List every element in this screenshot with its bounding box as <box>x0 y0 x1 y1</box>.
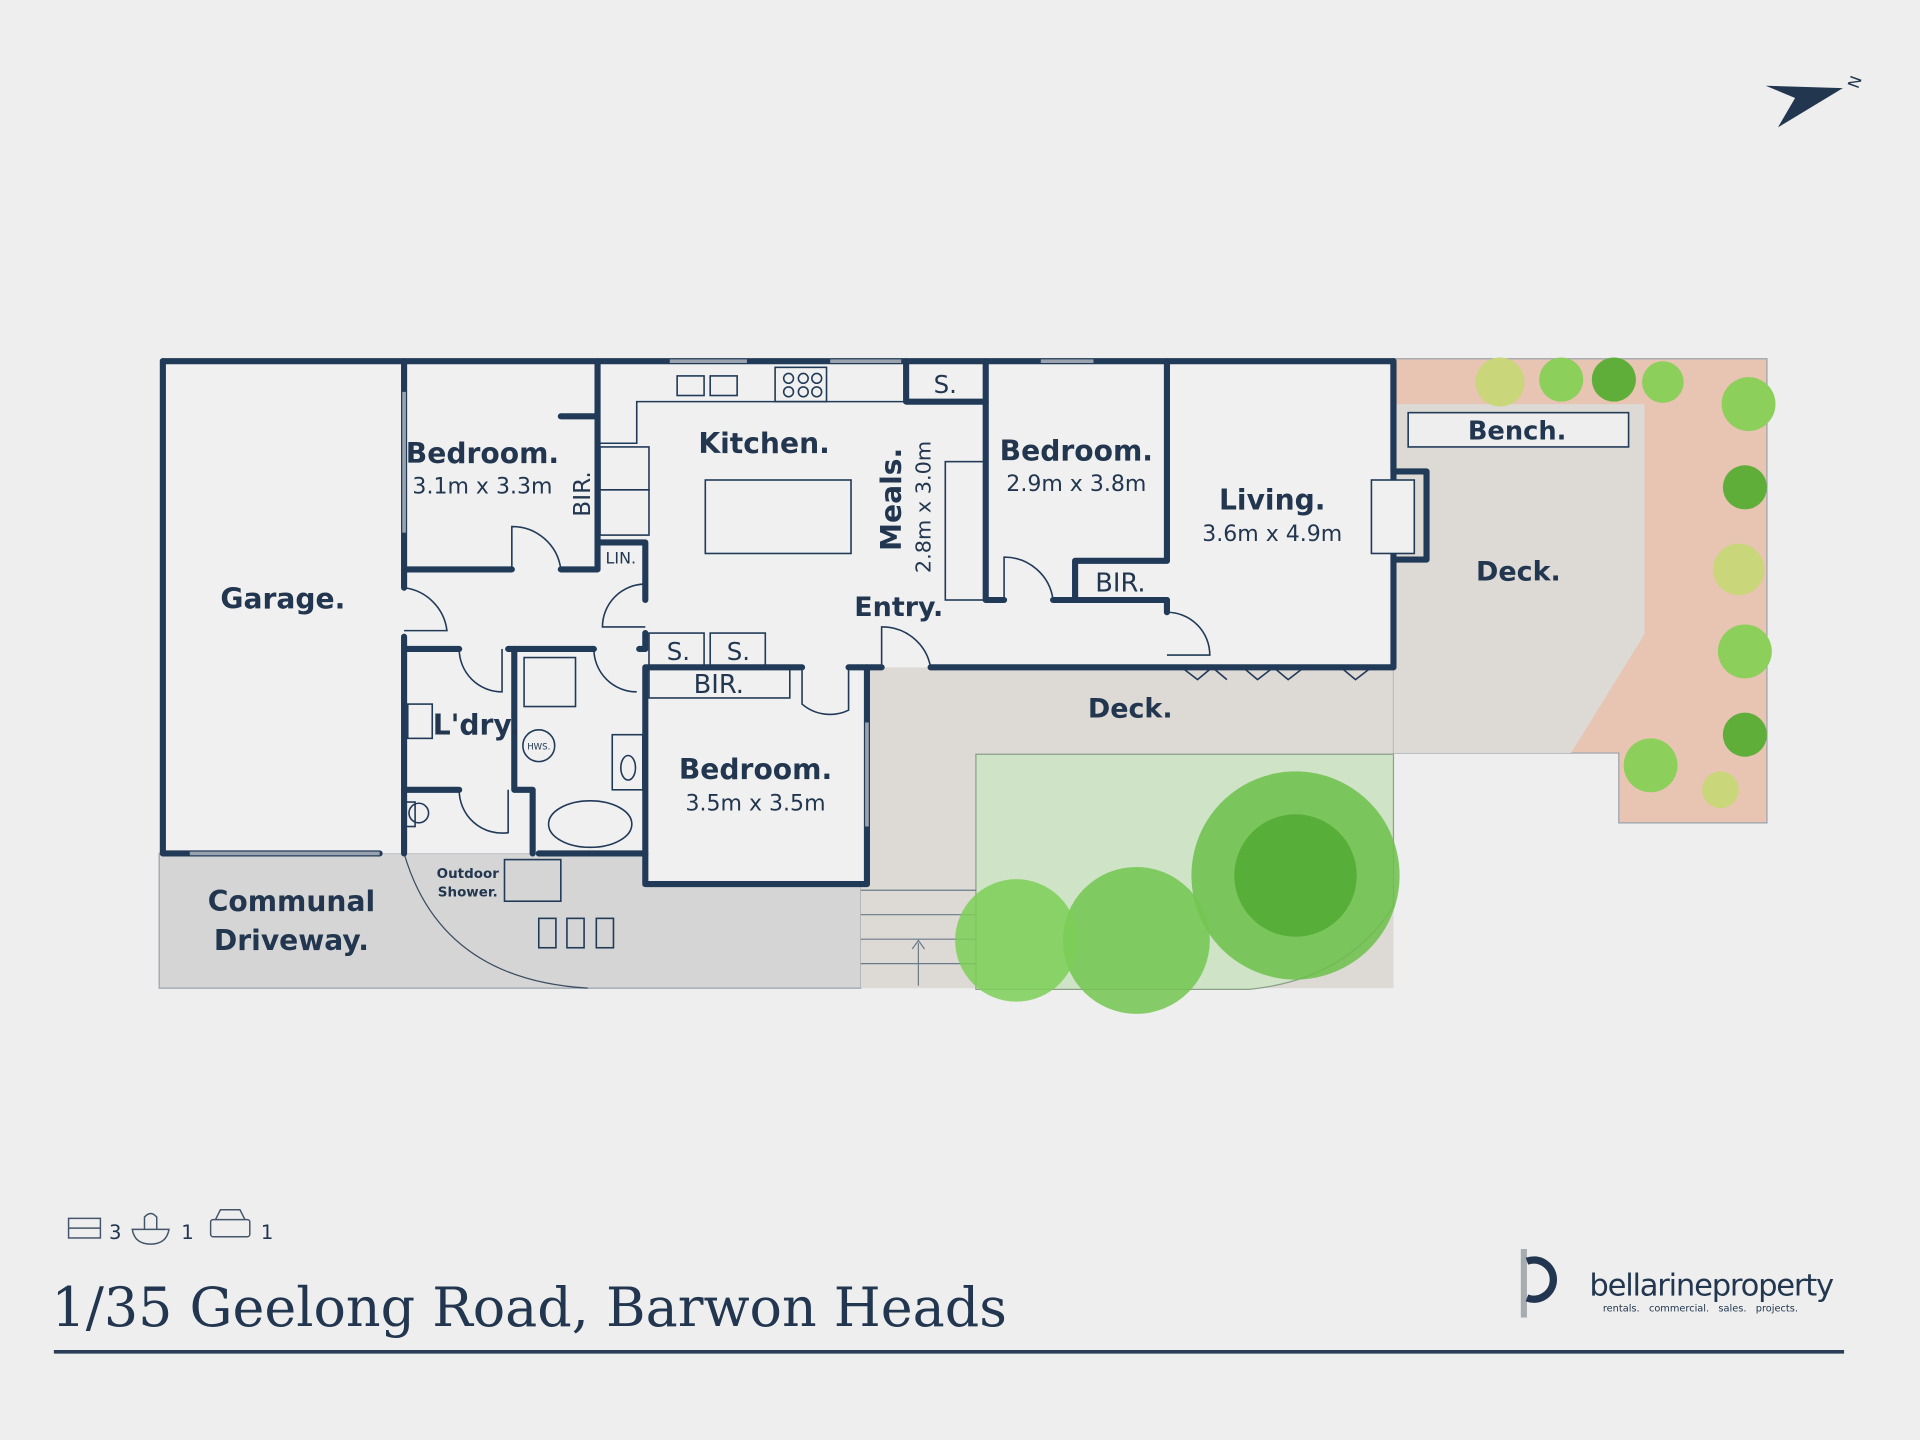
bench-label: Bench. <box>1468 417 1567 447</box>
room-label-meals: Meals. <box>875 448 908 551</box>
doors <box>403 525 1372 834</box>
linen-label: LIN. <box>606 548 637 567</box>
storage-label: S. <box>667 637 690 666</box>
room-label-bedroom-2: Bedroom. <box>1000 434 1153 467</box>
svg-text:rentals. commercial. sales: rentals. commercial. sales. projects. <box>1603 1303 1798 1314</box>
outdoor-shower-label: Shower. <box>438 885 498 900</box>
room-label-living: Living. <box>1219 483 1325 516</box>
north-arrow-icon: N <box>1765 73 1866 128</box>
room-label-bedroom-3: Bedroom. <box>679 753 832 786</box>
storage-label: S. <box>934 370 957 399</box>
room-label-garage: Garage. <box>220 583 345 616</box>
room-dims-meals: 2.8m x 3.0m <box>912 441 936 573</box>
room-label-bedroom-1: Bedroom. <box>406 437 559 470</box>
bir-label-1: BIR. <box>569 471 596 517</box>
bath-icon <box>131 1212 170 1245</box>
feature-icons <box>67 1209 251 1245</box>
bathroom-count: 1 <box>181 1221 193 1244</box>
outdoor-shower-label: Outdoor <box>437 867 500 882</box>
deck-right-area <box>1393 404 1645 754</box>
car-count: 1 <box>261 1221 273 1244</box>
svg-text:bellarineproperty: bellarineproperty <box>1589 1269 1834 1304</box>
room-dims-bedroom-2: 2.9m x 3.8m <box>1006 472 1146 497</box>
windows <box>189 359 1094 856</box>
trees <box>955 357 1776 1014</box>
bir-label-2: BIR. <box>1095 568 1145 598</box>
bed-icon <box>67 1217 102 1239</box>
deck-label-lower: Deck. <box>1088 694 1173 725</box>
bench <box>1407 411 1630 448</box>
fixtures <box>404 366 1416 949</box>
kitchen-island <box>704 479 852 555</box>
hot-water-system-icon <box>522 729 556 763</box>
storage-label: S. <box>727 637 750 666</box>
brand-logo: bellarineproperty rentals. commercial. s… <box>1520 1248 1835 1318</box>
room-dims-bedroom-1: 3.1m x 3.3m <box>412 474 552 499</box>
room-label-entry: Entry. <box>854 592 943 623</box>
room-dims-bedroom-3: 3.5m x 3.5m <box>685 792 825 817</box>
car-icon <box>209 1209 251 1238</box>
bedroom-count: 3 <box>109 1221 121 1244</box>
bir-label-3: BIR. <box>694 670 744 700</box>
room-label-kitchen: Kitchen. <box>698 427 830 460</box>
communal-driveway-label: Driveway. <box>214 924 369 957</box>
room-label-laundry: L'dry. <box>433 709 520 742</box>
property-address: 1/35 Geelong Road, Barwon Heads <box>51 1276 1006 1339</box>
outdoor-shower <box>503 858 562 903</box>
room-dims-living: 3.6m x 4.9m <box>1202 522 1342 547</box>
deck-label-right: Deck. <box>1476 556 1561 587</box>
hws-label: HWS. <box>527 742 550 752</box>
svg-text:N: N <box>1844 73 1866 91</box>
communal-driveway-label: Communal <box>208 885 375 918</box>
